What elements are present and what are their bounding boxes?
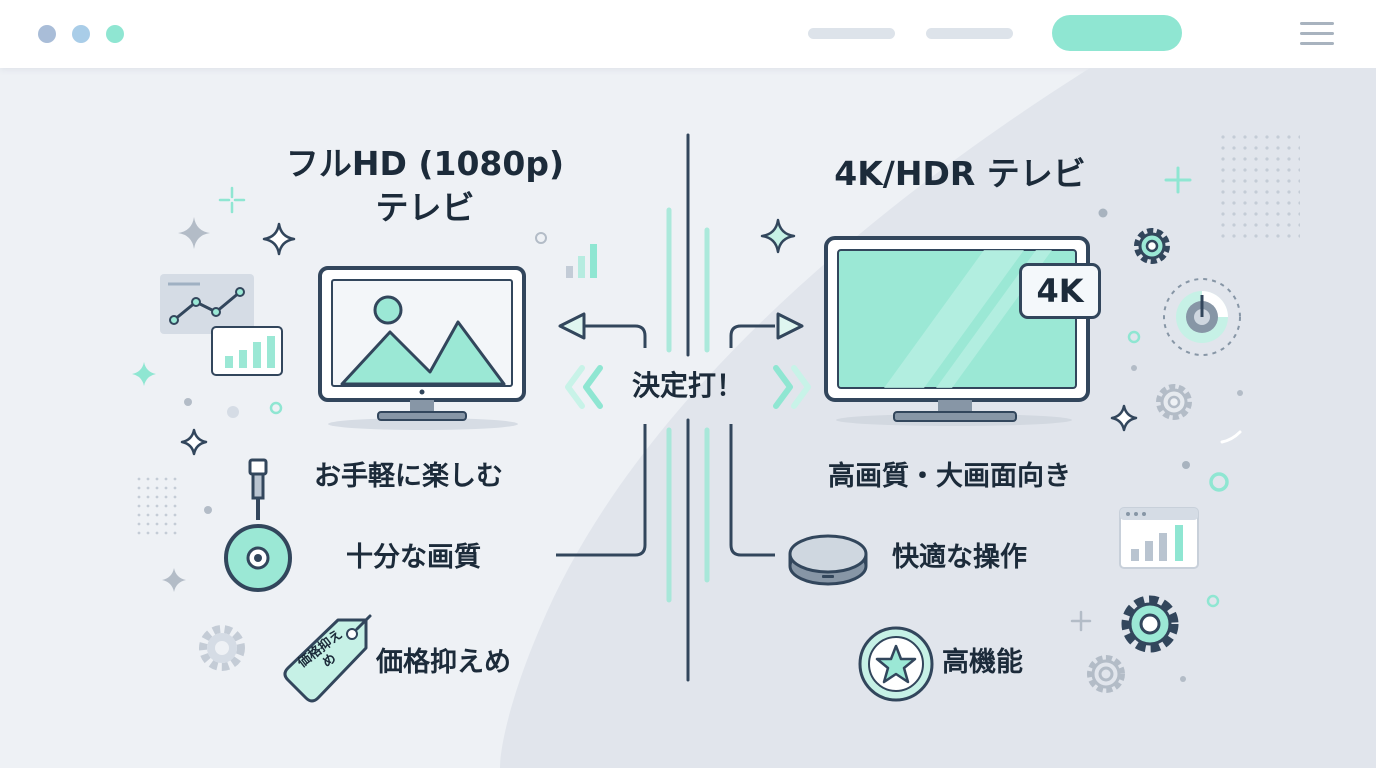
small-bar-chart-icon bbox=[566, 244, 597, 278]
left-feature-2: 十分な画質 bbox=[346, 542, 481, 573]
arrow-right-icon bbox=[776, 312, 804, 340]
fullhd-tv-icon bbox=[318, 266, 526, 430]
cta-button[interactable] bbox=[1052, 15, 1182, 51]
sparkle-icon-5 bbox=[180, 428, 208, 456]
gauge-icon bbox=[1163, 278, 1241, 356]
dot-grid bbox=[1220, 134, 1300, 244]
nav-placeholder-2[interactable] bbox=[926, 28, 1013, 39]
streaming-stick-icon bbox=[224, 458, 292, 592]
arrow-left-icon bbox=[558, 312, 586, 340]
chart-window-icon bbox=[1119, 507, 1199, 569]
dot-grid-2 bbox=[136, 476, 180, 536]
plus-icon-2 bbox=[1164, 166, 1192, 194]
sparkle-icon-7 bbox=[1110, 404, 1138, 432]
chevron-right-icon bbox=[773, 365, 811, 409]
window-dot-3 bbox=[106, 25, 124, 43]
sparkle-icon-6 bbox=[162, 568, 186, 592]
left-title: フルHD (1080p) テレビ bbox=[250, 142, 600, 230]
gear-icon-5 bbox=[199, 625, 245, 671]
hamburger-menu-icon[interactable] bbox=[1300, 22, 1334, 46]
gear-icon-4 bbox=[1087, 655, 1125, 693]
right-title: 4K/HDR テレビ bbox=[834, 154, 1086, 193]
star-badge-icon bbox=[858, 626, 934, 702]
center-label: 決定打！ bbox=[631, 369, 744, 402]
plus-icon bbox=[218, 186, 246, 214]
nav-placeholder-1[interactable] bbox=[808, 28, 895, 39]
sparkle-icon bbox=[178, 217, 210, 249]
streaming-box-icon bbox=[788, 534, 868, 586]
left-feature-3: 価格抑えめ bbox=[376, 647, 511, 678]
bar-chart-card-icon bbox=[211, 326, 283, 376]
4k-badge: 4K bbox=[1019, 263, 1101, 319]
left-title-line1: フルHD (1080p) bbox=[285, 144, 565, 183]
left-feature-1: お手軽に楽しむ bbox=[314, 461, 503, 492]
line-chart-card-icon bbox=[160, 274, 254, 334]
right-feature-3: 高機能 bbox=[942, 647, 1023, 678]
chevron-left-icon bbox=[565, 365, 603, 409]
plus-icon-3 bbox=[1070, 610, 1092, 632]
gear-icon-2 bbox=[1156, 384, 1192, 420]
sparkle-icon-4 bbox=[132, 362, 156, 386]
gear-icon-3 bbox=[1121, 595, 1179, 653]
right-feature-2: 快適な操作 bbox=[892, 542, 1027, 573]
window-dot-2 bbox=[72, 25, 90, 43]
gear-icon bbox=[1134, 228, 1170, 264]
price-tag-icon bbox=[283, 614, 372, 703]
sparkle-icon-2 bbox=[262, 222, 296, 256]
sparkle-icon-3 bbox=[760, 218, 796, 254]
top-bar bbox=[0, 0, 1376, 68]
right-feature-1: 高画質・大画面向き bbox=[828, 461, 1071, 492]
window-dot-1 bbox=[38, 25, 56, 43]
left-title-line2: テレビ bbox=[375, 188, 475, 227]
